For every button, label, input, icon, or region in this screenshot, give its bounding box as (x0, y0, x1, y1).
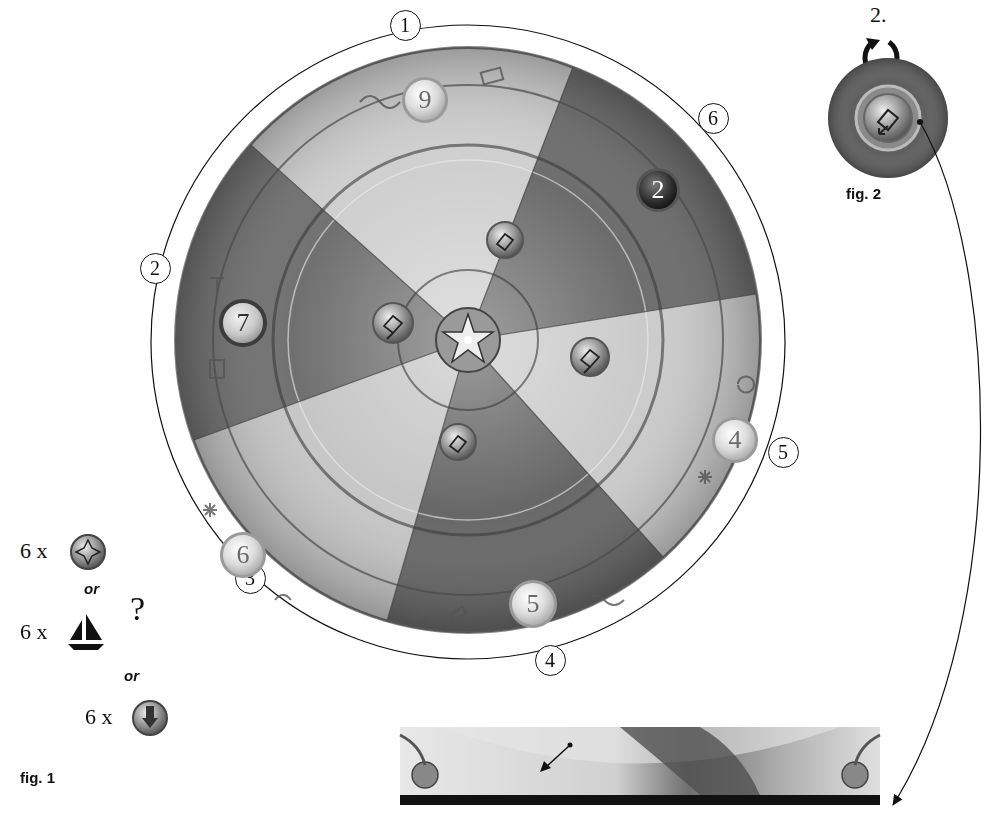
question-mark: ? (130, 592, 145, 626)
quantity-label: 6 x (20, 540, 48, 562)
token-number: 4 (729, 427, 742, 453)
token-number: 2 (652, 177, 665, 203)
figure-caption: fig. 1 (20, 770, 55, 785)
callout-number: 5 (778, 442, 788, 462)
quantity-label: 6 x (20, 621, 48, 643)
token-number: 7 (237, 310, 250, 336)
callout-number: 2 (150, 258, 160, 278)
token-number: 6 (237, 542, 250, 568)
callout-circle: 5 (768, 437, 799, 468)
number-token: 9 (402, 77, 448, 123)
number-token: 5 (509, 580, 557, 628)
number-token: 2 (636, 168, 680, 212)
number-token: 4 (712, 417, 758, 463)
callout-number: 1 (400, 15, 410, 35)
number-token: 6 (220, 532, 266, 578)
callout-circle: 6 (698, 103, 729, 134)
choice-word: or (84, 581, 99, 596)
callout-number: 6 (708, 108, 718, 128)
step-number: 2. (870, 4, 887, 26)
callout-circle: 4 (535, 645, 566, 676)
quantity-label: 6 x (85, 706, 113, 728)
figure-caption: fig. 2 (846, 186, 881, 201)
callout-circle: 2 (140, 253, 171, 284)
token-number: 9 (419, 87, 432, 113)
callout-number: 4 (545, 650, 555, 670)
token-number: 5 (527, 591, 540, 617)
callout-circle: 1 (390, 10, 421, 41)
number-token: 7 (219, 299, 267, 347)
choice-word: or (124, 668, 139, 683)
